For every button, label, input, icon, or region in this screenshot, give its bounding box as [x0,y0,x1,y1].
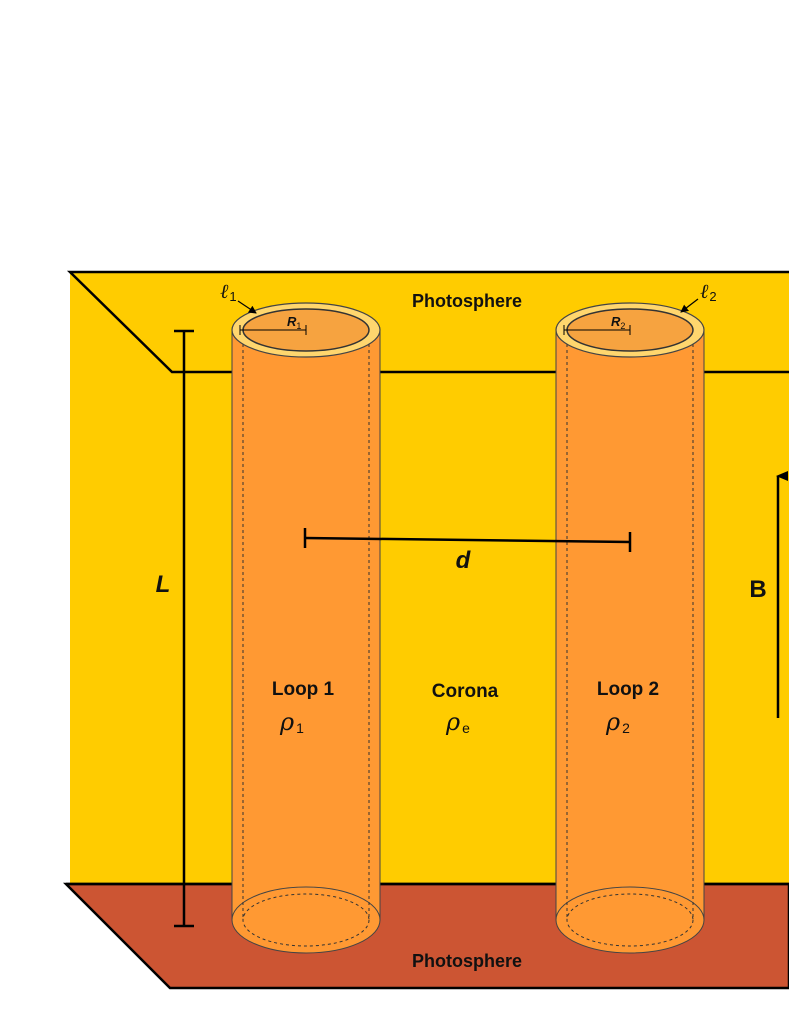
loop-2-radius-label: R2 [611,314,625,331]
loop-1-bottom-ellipse [231,886,381,954]
loop-1-boundary-arrow [237,300,257,314]
loop-1-bottom-inner [242,893,370,947]
corona-label: Corona [432,681,499,702]
loop-1-body [231,329,381,921]
field-label: B [749,576,766,603]
loop-2-name: Loop 2 [597,679,659,700]
loop-1 [231,302,381,954]
loop-2-boundary-label: ℓ2 [700,279,717,304]
loop-2-bottom-ellipse [555,886,705,954]
loop-2-boundary-arrow [680,298,699,313]
photosphere-top-label: Photosphere [412,291,522,311]
top-plane-outline [66,270,789,374]
loop-1-radius-label: R1 [287,314,301,331]
loop-1-boundary-label: ℓ1 [220,279,237,304]
loop-2-body [555,329,705,921]
separation-label: d [456,547,472,574]
loop-1-name: Loop 1 [272,679,335,700]
loop-2-bottom-inner [566,893,694,947]
loop-2 [555,302,705,954]
length-label: L [156,571,171,598]
photosphere-bottom-label: Photosphere [412,951,522,971]
separation-bar [304,536,631,544]
